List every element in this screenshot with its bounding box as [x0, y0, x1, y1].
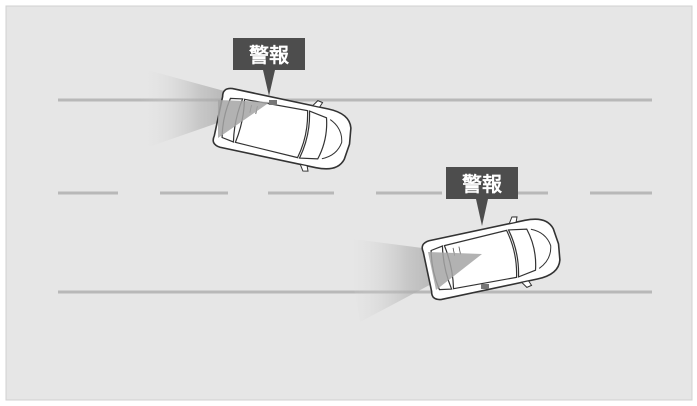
- warning-label-lower-box: [446, 167, 518, 199]
- warning-label-upper: 警報: [233, 38, 305, 96]
- lower-car-group: [345, 207, 567, 322]
- lower-car-sensor-marker: [481, 284, 489, 289]
- warning-label-upper-pointer: [263, 70, 275, 96]
- upper-car-sensor-beam: [140, 68, 272, 150]
- warning-label-lower: 警報: [446, 167, 518, 226]
- upper-car-inner-beam: [218, 100, 270, 138]
- warning-label-upper-box: [233, 38, 305, 70]
- warning-label-lower-pointer: [476, 199, 488, 226]
- lower-car-inner-beam: [428, 252, 482, 290]
- warning-label-lower-text: 警報: [462, 172, 503, 196]
- upper-car-group: [140, 68, 358, 181]
- upper-car-sensor-marker: [269, 100, 277, 105]
- warning-label-upper-text: 警報: [249, 43, 290, 67]
- scene-background: [5, 5, 693, 401]
